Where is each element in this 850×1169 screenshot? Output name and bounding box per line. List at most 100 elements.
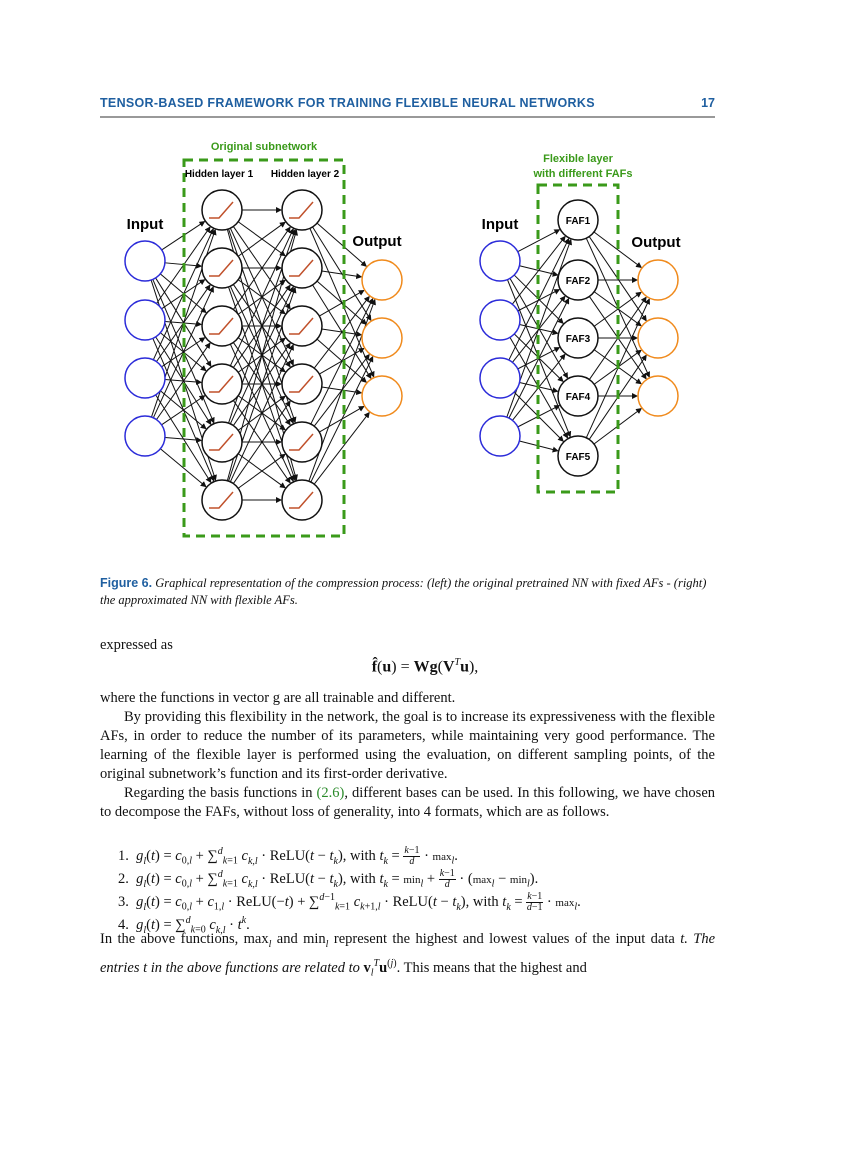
output-neuron — [637, 317, 679, 359]
connection-edge — [155, 277, 212, 368]
input-neuron — [124, 357, 166, 399]
connection-edge — [593, 231, 643, 268]
flexible-layer-label: Flexible layer — [543, 153, 613, 165]
connection-edge — [319, 289, 365, 317]
hidden-neuron — [281, 247, 323, 289]
connection-edge — [160, 448, 207, 488]
faf-label: FAF4 — [566, 392, 591, 403]
paragraph-flexibility: By providing this flexibility in the net… — [100, 709, 715, 782]
hidden-neuron — [281, 305, 323, 347]
running-header: TENSOR-BASED FRAMEWORK FOR TRAINING FLEX… — [100, 96, 715, 118]
equation-f-hat: f̂(u) = Wg(VTu), — [371, 657, 479, 676]
relu-curve — [209, 201, 234, 219]
connection-edge — [517, 229, 561, 253]
paragraph-above-functions: In the above functions, maxl and minl re… — [100, 931, 716, 979]
hidden-neuron — [201, 189, 243, 231]
paragraph-expressed: expressed as — [100, 637, 173, 653]
connection-edge — [232, 400, 291, 484]
different-fafs-label: with different FAFs — [533, 168, 633, 180]
faf-label: FAF1 — [566, 216, 591, 227]
format-item-2: 2. gl(t) = c0,l + ∑dk=1 ck,l · ReLU(t − … — [118, 868, 539, 890]
faf-neuron — [557, 435, 599, 477]
relu-curve — [289, 259, 314, 277]
connection-edge — [511, 235, 566, 305]
original-subnetwork-box — [182, 158, 346, 538]
relu-curve — [209, 259, 234, 277]
paragraph-where: where the functions in vector g are all … — [100, 690, 456, 706]
input-label-left: Input — [127, 216, 164, 233]
connection-edge — [156, 342, 211, 420]
relu-curve — [209, 375, 234, 393]
after-text-a: In the above functions, max — [100, 931, 269, 947]
relu-curve — [289, 491, 314, 509]
connection-edge — [237, 221, 286, 257]
connection-edge — [321, 270, 363, 280]
hidden-layer-2-label: Hidden layer 2 — [271, 169, 340, 180]
caption-text: Graphical representation of the compress… — [100, 576, 707, 607]
relu-curve — [289, 317, 314, 335]
connection-edge — [316, 222, 367, 267]
hidden-neuron — [201, 305, 243, 347]
after-text-d: t. The entries t in the above functions … — [100, 931, 716, 976]
hidden-neuron — [281, 189, 323, 231]
input-neuron — [479, 415, 521, 457]
output-neuron — [361, 259, 403, 301]
relu-curve — [209, 317, 234, 335]
hidden-neuron — [281, 363, 323, 405]
hidden-neuron — [281, 479, 323, 521]
faf-label: FAF3 — [566, 334, 591, 345]
format-item-3: 3. gl(t) = c0,l + c1,l · ReLU(−t) + ∑d−1… — [118, 891, 581, 913]
connection-edge — [508, 237, 570, 361]
running-title: TENSOR-BASED FRAMEWORK FOR TRAINING FLEX… — [100, 96, 595, 110]
format-item-4: 4. gl(t) = ∑dk=0 ck,l · tk. — [118, 915, 250, 936]
connection-edge — [161, 395, 206, 426]
input-neuron — [124, 415, 166, 457]
connection-edge — [313, 411, 370, 485]
hidden-neuron — [201, 247, 243, 289]
connection-edge — [593, 291, 642, 327]
hidden-layer-1-label: Hidden layer 1 — [185, 169, 254, 180]
input-label-right: Input — [482, 216, 519, 233]
output-label-right: Output — [631, 234, 680, 251]
connection-edge — [310, 355, 374, 483]
relu-curve — [289, 375, 314, 393]
page-number: 17 — [701, 96, 715, 110]
flexible-layer-box — [536, 183, 620, 494]
equation-reference[interactable]: (2.6) — [316, 785, 345, 801]
after-text-b: and min — [276, 931, 326, 947]
paragraph-basis: Regarding the basis functions in (2.6), … — [100, 784, 715, 822]
original-subnetwork-label: Original subnetwork — [211, 141, 318, 153]
connection-edge — [232, 226, 291, 310]
hidden-neuron — [201, 479, 243, 521]
format-list: 1. gl(t) = c0,l + ∑dk=1 ck,l · ReLU(t − … — [118, 840, 581, 936]
output-neuron — [361, 317, 403, 359]
figure-caption: Figure 6. Graphical representation of th… — [100, 575, 715, 609]
output-label-left: Output — [352, 233, 401, 250]
connection-edge — [313, 295, 370, 369]
faf-neuron — [557, 259, 599, 301]
format-item-1: 1. gl(t) = c0,l + ∑dk=1 ck,l · ReLU(t − … — [118, 845, 458, 867]
connection-edge — [310, 297, 374, 425]
connection-edge — [229, 228, 294, 367]
faf-neuron — [557, 317, 599, 359]
input-neuron — [479, 357, 521, 399]
figure-label: Figure 6. — [100, 576, 153, 590]
paragraph-basis-a: Regarding the basis functions in — [124, 785, 313, 801]
relu-curve — [209, 491, 234, 509]
input-neuron — [124, 299, 166, 341]
relu-curve — [209, 433, 234, 451]
faf-neuron — [557, 199, 599, 241]
input-neuron — [479, 240, 521, 282]
faf-label: FAF5 — [566, 452, 591, 463]
paragraph-basis-b: , different bases can be used. In this f… — [100, 785, 716, 820]
hidden-neuron — [201, 363, 243, 405]
after-text-c: represent the highest and lowest values … — [333, 931, 675, 947]
relu-curve — [289, 201, 314, 219]
after-text-e: . This means that the highest and — [396, 959, 587, 976]
faf-label: FAF2 — [566, 276, 591, 287]
connection-edge — [164, 436, 203, 443]
relu-curve — [289, 433, 314, 451]
input-neuron — [479, 299, 521, 341]
